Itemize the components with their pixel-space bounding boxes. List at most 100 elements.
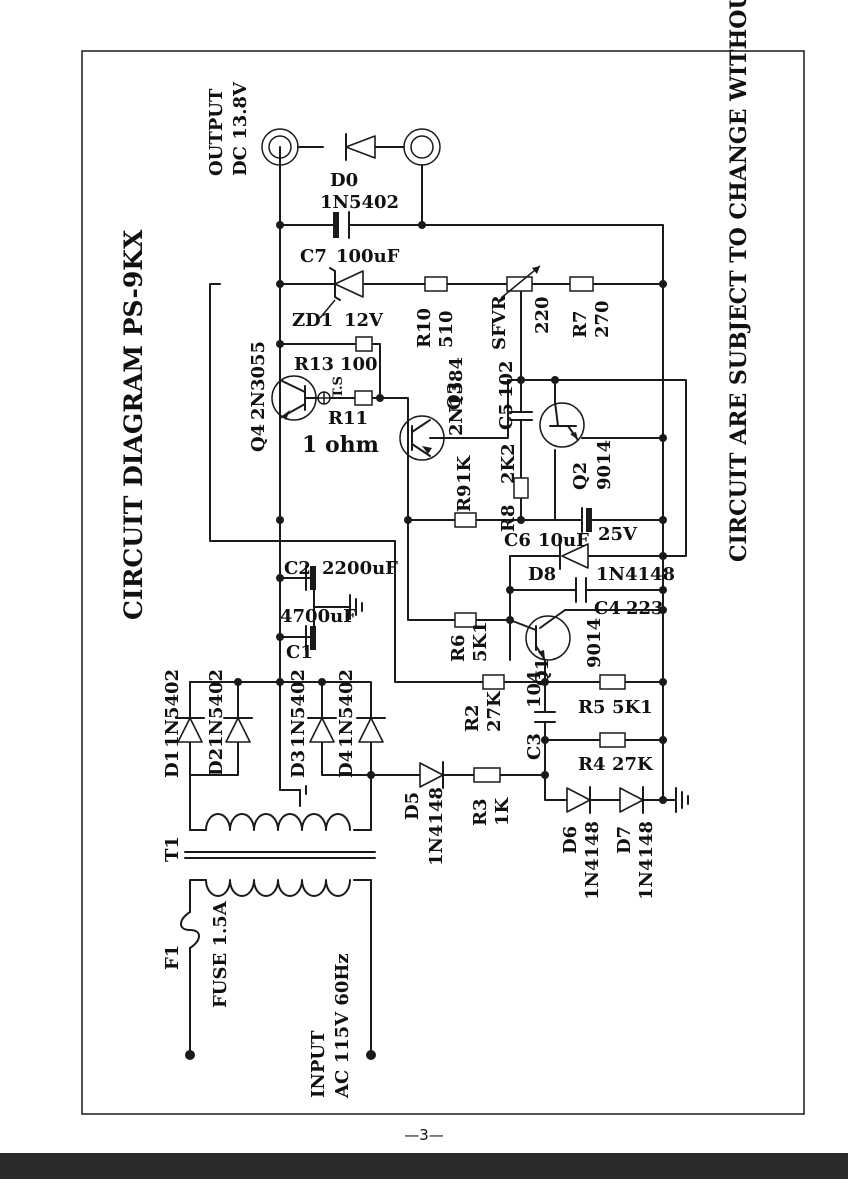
q3-label: Q3 [444,382,465,410]
capacitor-c1 [305,625,316,651]
d3-label: D3 [288,750,309,778]
capacitor-c7 [333,211,350,239]
r13-label: R13 [294,354,334,375]
resistor-r2 [482,674,505,690]
diagram-frame [81,50,805,1115]
capacitor-c2 [305,565,316,591]
f1-value: FUSE 1.5A [210,900,231,1008]
resistor-r8 [513,477,529,499]
transistor-q1 [509,609,571,661]
thermal-sensor-ts [317,391,331,405]
r2-value: 27K [484,690,505,732]
d1-label: D1 [162,750,183,778]
wiring [189,146,687,1056]
c6-voltage: 25V [598,524,638,545]
resistor-r6 [454,612,477,628]
c6-value: 10uF [538,530,589,551]
r9-value: 1K [454,454,475,484]
diode-d7 [619,786,644,814]
c3-label: C3 [524,733,545,760]
capacitor-c3 [534,711,556,723]
d7-label: D7 [614,826,635,854]
resistor-r3 [473,767,501,783]
bottom-scan-strip [0,1153,848,1179]
output-value: DC 13.8V [230,81,251,176]
r10-label: R10 [414,308,435,348]
diode-d5 [419,761,444,789]
capacitor-c6 [581,507,592,533]
r4-label: R4 [578,754,605,775]
r13-value: 100 [340,354,378,375]
c4-value: 223 [626,598,664,619]
r3-label: R3 [470,799,491,826]
q1-label: Q1 [532,658,553,686]
r6-label: R6 [448,635,469,662]
c6-label: C6 [504,530,531,551]
diagram-title: CIRCUIT DIAGRAM PS-9KX [119,229,148,620]
diode-d3 [307,717,337,743]
d1-part: 1N5402 [162,669,183,748]
c5-value: 102 [496,360,517,398]
c3-value: 104 [524,670,545,708]
diode-d6 [566,786,591,814]
zener-zd1 [319,267,364,319]
q4-part: 2N3055 [248,341,269,420]
zd1-label: ZD1 [292,310,333,331]
c1-label: C1 [286,642,313,663]
r2-label: R2 [462,705,483,732]
capacitor-c5 [509,411,533,421]
d5-label: D5 [402,792,423,820]
junction-dots [234,221,667,804]
transistor-q3 [399,415,445,461]
r3-value: 1K [492,796,513,826]
transformer-t1 [184,813,376,897]
c1-value: 4700uF [280,606,356,627]
d4-part: 1N5402 [336,669,357,748]
d2-part: 1N5402 [206,669,227,748]
fuse-f1 [180,911,200,949]
zd1-value: 12V [344,310,384,331]
q1-part: 9014 [584,618,605,668]
t1-label: T1 [162,836,183,862]
sfvr-label: SFVR [489,294,510,350]
d4-label: D4 [336,750,357,778]
c7-label: C7 [300,246,327,267]
ground-icon [675,787,689,813]
sfvr-value: 220 [532,296,553,334]
resistor-r13 [355,336,373,352]
q3-part: 2N1384 [446,357,467,436]
output-label: OUTPUT [206,88,227,176]
resistor-r7 [569,276,594,292]
r8-value: 2K2 [498,443,519,484]
d7-part: 1N4148 [636,821,657,900]
ground-icon [279,785,307,807]
r7-value: 270 [592,300,613,338]
d0-label: D0 [330,170,358,191]
resistor-r4 [599,732,626,748]
ground-icon [349,594,363,620]
d2-label: D2 [206,748,227,776]
c4-label: C4 [594,598,621,619]
r5-label: R5 [578,697,605,718]
page-number: —3— [404,1126,444,1144]
diode-d1 [175,717,205,743]
q2-label: Q2 [570,462,591,490]
r11-label: R11 [328,408,368,429]
c2-value: 2200uF [322,558,398,579]
resistor-r10 [424,276,448,292]
r9-label: R9 [454,485,475,512]
d5-part: 1N4148 [426,787,447,866]
d8-label: D8 [528,564,556,585]
resistor-r11 [354,390,373,406]
q2-part: 9014 [594,440,615,490]
diode-d4 [356,717,386,743]
r10-value: 510 [436,310,457,348]
r5-value: 5K1 [612,697,653,718]
c5-label: C5 [496,403,517,430]
diode-d0 [345,133,376,161]
d8-part: 1N4148 [596,564,675,585]
resistor-r5 [599,674,626,690]
r4-value: 27K [612,754,654,775]
